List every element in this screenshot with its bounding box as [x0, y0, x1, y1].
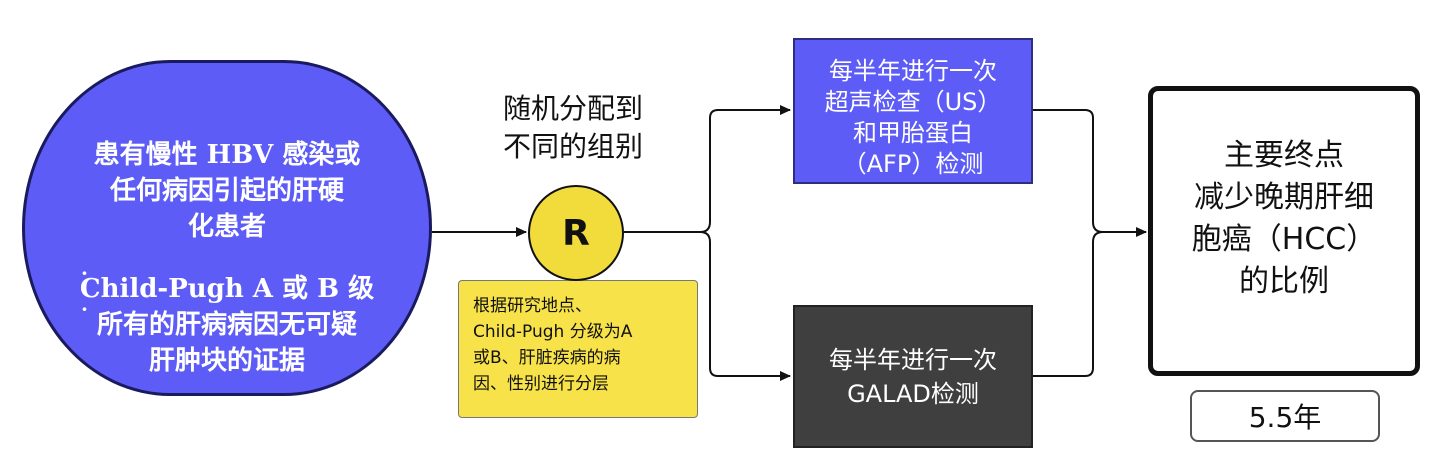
arm-us-afp-node: 每半年进行一次 超声检查（US） 和甲胎蛋白 （AFP）检测 [793, 38, 1033, 184]
randomization-node: R [528, 185, 624, 281]
stratification-line1: 根据研究地点、 [473, 296, 592, 316]
randomization-label-line2: 不同的组别 [502, 130, 643, 163]
bullet-marker: · [81, 297, 88, 321]
patient-text-line2: 任何病因引起的肝硬 [109, 176, 344, 206]
randomization-label: 随机分配到 不同的组别 [478, 90, 668, 166]
split-connector [624, 105, 791, 233]
patient-population-node: 患有慢性 HBV 感染或 任何病因引起的肝硬 化患者 · Child-Pugh … [22, 60, 432, 396]
stratification-line4: 因、性别进行分层 [473, 374, 609, 394]
endpoint-line3: 胞癌（HCC） [1191, 222, 1377, 257]
patient-text-line1: 患有慢性 HBV 感染或 [93, 140, 361, 170]
randomization-label-line1: 随机分配到 [502, 92, 643, 125]
arm-us-line2: 超声检查（US） [824, 88, 1002, 116]
endpoint-line2: 减少晚期肝细 [1194, 180, 1374, 215]
stratification-line2: Child-Pugh 分级为A [473, 322, 633, 342]
merge-connector-upper [1033, 109, 1104, 233]
endpoint-line1: 主要终点 [1224, 138, 1344, 173]
arm-us-line3: 和甲胎蛋白 [853, 119, 973, 147]
split-connector-lower [699, 231, 791, 381]
merge-connector-lower [1033, 231, 1104, 377]
study-duration-badge: 5.5年 [1190, 390, 1380, 442]
arm-galad-line2: GALAD检测 [847, 380, 979, 408]
bullet-marker: · [81, 261, 88, 285]
stratification-line3: 或B、肝脏疾病的病 [473, 348, 621, 368]
patient-text-line3: 化患者 [187, 212, 266, 242]
stratification-note: 根据研究地点、 Child-Pugh 分级为A 或B、肝脏疾病的病 因、性别进行… [458, 280, 698, 418]
patient-text-line5: 所有的肝病病因无可疑 [96, 310, 357, 340]
arm-us-line4: （AFP）检测 [842, 150, 984, 178]
patient-text-line4: Child-Pugh A 或 B 级 [79, 274, 375, 304]
endpoint-line4: 的比例 [1239, 264, 1329, 299]
arm-galad-node: 每半年进行一次 GALAD检测 [793, 305, 1033, 448]
arm-galad-line1: 每半年进行一次 [829, 346, 997, 374]
arm-us-line1: 每半年进行一次 [829, 57, 997, 85]
primary-endpoint-node: 主要终点 减少晚期肝细 胞癌（HCC） 的比例 [1148, 86, 1420, 376]
patient-text-line6: 肝肿块的证据 [148, 346, 305, 376]
